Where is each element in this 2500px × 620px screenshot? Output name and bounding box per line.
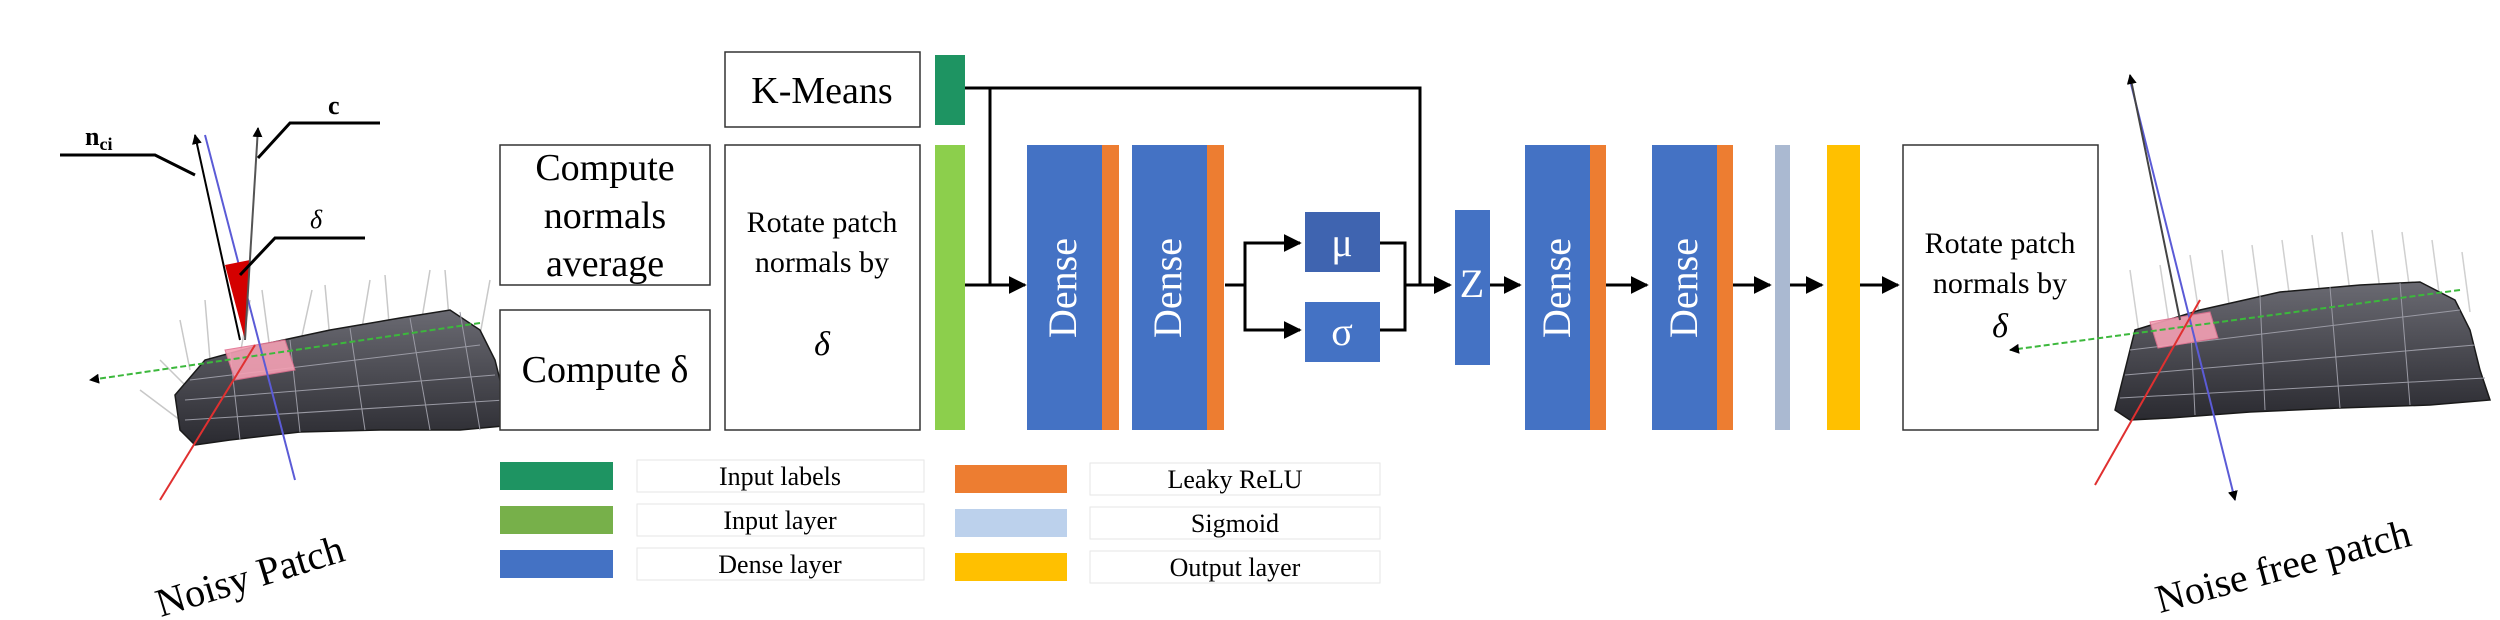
rotate-out-delta: δ <box>1992 308 2009 345</box>
legend-label-input-layer: Input layer <box>723 506 837 535</box>
dense-layer-2: Dense <box>1132 145 1224 430</box>
input-layer <box>935 145 965 430</box>
clean-normal-vector <box>2126 74 2181 321</box>
legend-item-dense-layer: Dense layer <box>500 547 925 581</box>
legend-item-input-labels: Input labels <box>500 459 925 493</box>
leaky-relu-4 <box>1717 145 1733 430</box>
legend-label-output-layer: Output layer <box>1170 553 1301 582</box>
delta-label: δ <box>310 205 323 234</box>
blue-axis <box>204 134 296 481</box>
kmeans-box: K-Means <box>724 51 921 128</box>
normals-average-line1: Compute <box>535 147 674 189</box>
legend-label-sigmoid: Sigmoid <box>1191 509 1279 538</box>
dense-layer-4: Dense <box>1652 145 1733 430</box>
rotate-in-delta: δ <box>814 326 831 363</box>
clean-blue-axis <box>2129 79 2238 501</box>
compute-delta-box: Compute δ <box>499 309 711 431</box>
legend-label-input-labels: Input labels <box>719 462 841 491</box>
legend-item-output-layer: Output layer <box>955 550 1381 584</box>
dense-layer-3: Dense <box>1525 145 1606 430</box>
dense-label-2: Dense <box>1145 238 1190 338</box>
sigmoid-layer <box>1775 145 1790 430</box>
rotate-out-line2: normals by <box>1933 267 2067 300</box>
red-axis <box>159 344 256 501</box>
z-layer: Z <box>1455 210 1490 365</box>
mu-label: μ <box>1331 220 1352 265</box>
input-labels-layer <box>935 55 965 125</box>
normals-average-box: Compute normals average <box>499 144 711 286</box>
compute-delta-label: Compute δ <box>522 349 689 391</box>
green-axis <box>89 322 481 384</box>
normals-average-line3: average <box>546 243 664 285</box>
legend-item-input-layer: Input layer <box>500 503 925 537</box>
n-ci-leader <box>60 153 196 177</box>
noisy-highlight-patch <box>224 339 296 381</box>
c-leader <box>256 121 380 160</box>
mu-layer: μ <box>1305 212 1380 272</box>
legend-item-sigmoid: Sigmoid <box>955 506 1381 540</box>
dense-label-3: Dense <box>1534 238 1579 338</box>
rotate-in-line2: normals by <box>755 246 889 279</box>
z-label: Z <box>1460 261 1484 306</box>
noise-free-patch-caption: Noise free patch <box>2151 510 2416 620</box>
sigma-layer: σ <box>1305 302 1380 362</box>
c-vector <box>244 127 263 341</box>
kmeans-label: K-Means <box>751 70 892 112</box>
legend-label-dense-layer: Dense layer <box>718 550 842 579</box>
legend-label-leaky-relu: Leaky ReLU <box>1167 465 1302 494</box>
sigma-label: σ <box>1331 309 1353 354</box>
angle-cone <box>225 260 250 340</box>
normals-average-line2: normals <box>544 195 666 237</box>
dense-label-1: Dense <box>1040 238 1085 338</box>
legend-item-leaky-relu: Leaky ReLU <box>955 462 1381 496</box>
connectors <box>965 86 1900 339</box>
rotate-in-box: Rotate patch normals by δ <box>724 144 921 431</box>
noisy-patch-caption: Noisy Patch <box>150 526 349 620</box>
output-layer <box>1827 145 1860 430</box>
clean-red-axis <box>2094 299 2201 486</box>
dense-label-4: Dense <box>1661 238 1706 338</box>
leaky-relu-2 <box>1207 145 1224 430</box>
legend: Input labels Input layer Dense layer Lea… <box>500 459 1381 584</box>
rotate-in-line1: Rotate patch <box>747 206 898 239</box>
dense-layer-1: Dense <box>1027 145 1119 430</box>
n-ci-label: nci <box>85 122 112 154</box>
c-label: c <box>328 91 340 120</box>
rotate-out-line1: Rotate patch <box>1925 227 2076 260</box>
delta-leader <box>238 236 365 277</box>
rotate-out-box: Rotate patch normals by δ <box>1902 144 2099 431</box>
clean-green-axis <box>2009 289 2461 354</box>
leaky-relu-1 <box>1102 145 1119 430</box>
n-ci-vector <box>192 134 241 341</box>
leaky-relu-3 <box>1590 145 1606 430</box>
noisy-patch-illustration: nci c δ Noisy Patch <box>60 91 517 620</box>
